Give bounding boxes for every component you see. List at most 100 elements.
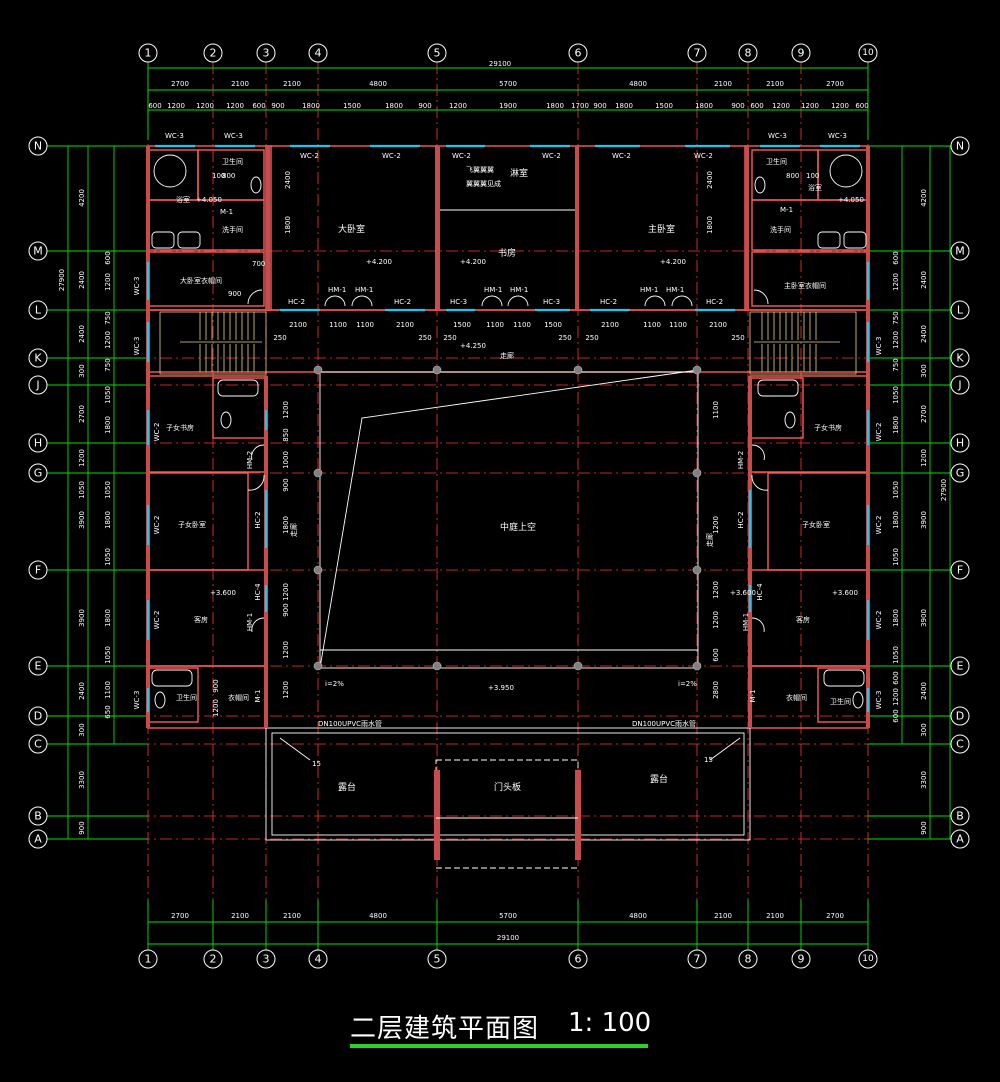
room-label-canopy: 门头板	[494, 781, 521, 793]
window-tag: WC-2	[300, 152, 319, 160]
axis-label-H: H	[956, 437, 964, 450]
dim-right-detail: 1800	[892, 416, 900, 434]
dim-bottom-span: 2700	[171, 912, 189, 920]
level-mark: +4.200	[366, 258, 392, 266]
window-tag: HC-4	[254, 583, 262, 601]
dim-left-detail: 1200	[104, 273, 112, 291]
axis-bubbles-top: 1 2 3 4 5 6 7 8 9 10	[138, 43, 878, 63]
dim-top-detail: 600	[148, 102, 161, 110]
sink-icon	[151, 231, 175, 249]
dim-corridor: 1100	[329, 321, 347, 329]
dim-right-span: 2400	[920, 325, 928, 343]
drawing-title: 二层建筑平面图	[350, 1014, 540, 1044]
dim-left-span: 1200	[78, 449, 86, 467]
dim-corridor: 1500	[453, 321, 471, 329]
dim-top-detail: 1900	[499, 102, 517, 110]
axis-label-G: G	[34, 467, 43, 480]
dim-col: 2800	[712, 681, 720, 699]
axis-label-F: F	[957, 564, 963, 577]
dim-bottom-total: 29100	[497, 934, 519, 942]
axis-label-G: G	[956, 467, 965, 480]
dim-corridor: 1100	[643, 321, 661, 329]
axis-label-3: 3	[263, 953, 270, 966]
dim-top-detail: 1200	[772, 102, 790, 110]
note-drain-pipe: DN100UPVC雨水管	[632, 719, 696, 728]
dim-right-span: 3300	[920, 771, 928, 789]
door-tag: HC-2	[288, 298, 305, 306]
dim-right-detail: 600	[892, 709, 900, 722]
dim-top-total: 29100	[489, 60, 511, 68]
room-label-child-study: 子女书房	[166, 423, 194, 432]
axis-label-7: 7	[694, 47, 701, 60]
axis-label-C: C	[956, 738, 964, 751]
axis-label-10: 10	[862, 954, 874, 964]
level-mark: +3.600	[730, 589, 756, 597]
door-tag: HM-2	[737, 451, 745, 469]
dim-col: 1200	[712, 611, 720, 629]
dim-corridor-250: 250	[585, 334, 598, 342]
window-tag: WC-3	[133, 691, 141, 710]
dim-top-detail: 1200	[449, 102, 467, 110]
title-underline	[350, 1044, 648, 1048]
dim-top-detail: 1800	[302, 102, 320, 110]
dim-left-span: 2700	[78, 405, 86, 423]
axis-label-2: 2	[210, 953, 217, 966]
dim-misc: 2400	[284, 171, 292, 189]
axis-label-4: 4	[315, 47, 322, 60]
dim-left-span: 1050	[78, 481, 86, 499]
axis-label-K: K	[34, 352, 42, 365]
level-mark: +3.950	[488, 684, 514, 692]
dim-left-detail: 600	[104, 251, 112, 264]
dimension-text-top: 29100 2700 2100 2100 4800 5700 4800 2100…	[148, 60, 868, 110]
window-tag: WC-3	[828, 132, 847, 140]
dim-left-total: 27900	[58, 269, 66, 291]
dim-top-detail: 1200	[196, 102, 214, 110]
dim-top-span: 4800	[369, 80, 387, 88]
stair-left-treads	[180, 312, 262, 372]
room-label-corridor: 走廊	[289, 523, 298, 537]
dim-left-span: 4200	[78, 189, 86, 207]
note-slope: i=2%	[325, 680, 344, 688]
level-mark: +4.250	[460, 342, 486, 350]
dim-top-detail: 600	[252, 102, 265, 110]
dimension-text-left: 27900 4200 2400 2400 300 2700 1200 1050 …	[58, 189, 112, 835]
dimension-text-right: 27900 4200 2400 2400 300 2700 1200 3900 …	[892, 189, 948, 835]
dim-top-detail: 600	[855, 102, 868, 110]
axis-label-5: 5	[434, 953, 441, 966]
door-swing-icon	[751, 617, 765, 633]
dim-col: 900	[282, 478, 290, 491]
room-label-corridor: 走廊	[705, 533, 714, 547]
window-tag: HC-2	[254, 511, 262, 528]
door-swing-icon	[247, 474, 265, 491]
dim-misc: 2400	[706, 171, 714, 189]
dim-col: 1200	[712, 581, 720, 599]
door-tag: HC-2	[394, 298, 411, 306]
door-swing-icon	[251, 444, 265, 461]
axis-label-6: 6	[575, 47, 582, 60]
axis-label-N: N	[956, 140, 964, 153]
level-marks: +4.200 +4.200 +4.200 +4.250 +4.050 +4.05…	[196, 196, 864, 692]
dimension-text-bottom: 2700 2100 2100 4800 5700 4800 2100 2100 …	[171, 912, 844, 942]
axis-label-B: B	[34, 810, 42, 823]
window-tag: WC-3	[133, 337, 141, 356]
dimension-lines	[40, 62, 960, 950]
stair-right-treads	[754, 312, 840, 372]
dim-bottom-span: 2700	[826, 912, 844, 920]
door-tag: HM-1	[246, 613, 254, 631]
axis-lines	[50, 62, 950, 945]
toilet-icon	[784, 411, 796, 429]
door-tag: HM-1	[355, 286, 373, 294]
window-tag: WC-2	[542, 152, 561, 160]
axis-label-8: 8	[745, 953, 752, 966]
door-tag: M-1	[254, 689, 262, 702]
door-tag: M-1	[780, 206, 793, 214]
note-drain-pipe: DN100UPVC雨水管	[318, 719, 382, 728]
room-label-bath: 浴室	[808, 183, 822, 192]
door-tag: HM-2	[246, 451, 254, 469]
dim-left-detail: 750	[104, 358, 112, 371]
axis-label-M: M	[33, 245, 43, 258]
dim-right-detail: 600	[892, 671, 900, 684]
bathtub-icon	[757, 379, 799, 397]
door-swing-icon	[251, 617, 265, 633]
bathtub-icon	[217, 379, 259, 397]
